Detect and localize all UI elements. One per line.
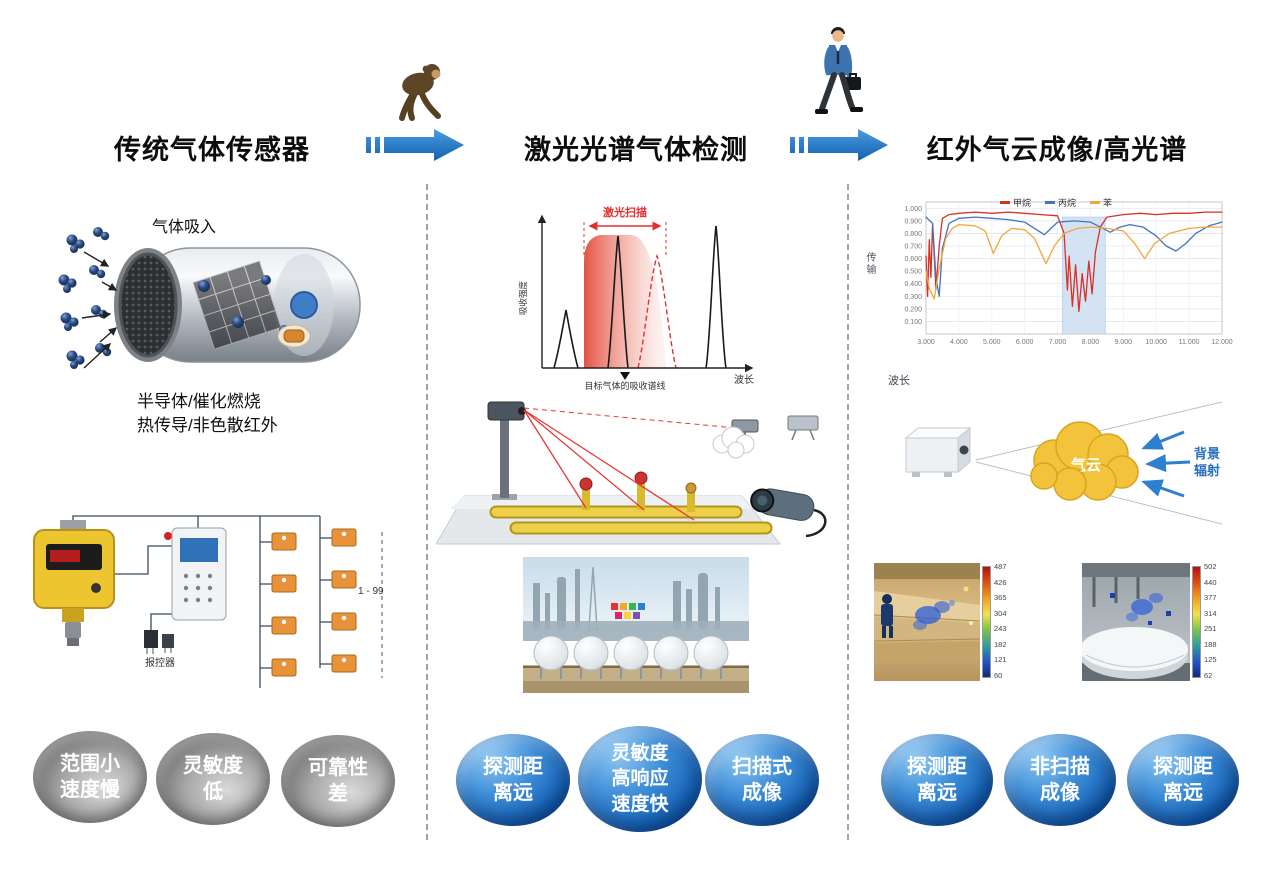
- svg-text:3.000: 3.000: [917, 339, 935, 346]
- chart-x-axis-label: 波长: [888, 375, 910, 387]
- spectrum-x-axis-label: 波长: [734, 373, 754, 386]
- svg-text:4.000: 4.000: [950, 339, 968, 346]
- flow-arrow-icon: [366, 129, 464, 161]
- gas-intake-label: 气体吸入: [152, 219, 217, 236]
- column-divider: [847, 184, 849, 840]
- svg-text:0.300: 0.300: [904, 294, 922, 301]
- svg-text:0.500: 0.500: [904, 269, 922, 276]
- legend-item: 甲烷: [1000, 196, 1031, 209]
- svg-text:9.000: 9.000: [1115, 339, 1133, 346]
- laser-scan-label: 激光扫描: [603, 205, 647, 219]
- gas-cloud: [1030, 421, 1139, 501]
- chart-y-axis-label: 传输: [864, 252, 875, 276]
- svg-text:0.600: 0.600: [904, 256, 922, 263]
- svg-text:8.000: 8.000: [1082, 339, 1100, 346]
- flow-arrow-icon: [790, 129, 888, 161]
- svg-text:0.800: 0.800: [904, 231, 922, 238]
- gas-cloud-label: 气云: [1070, 456, 1101, 474]
- radiation-arrows: [1141, 430, 1191, 498]
- svg-text:0.400: 0.400: [904, 281, 922, 288]
- absorption-spectrum-chart: 激光扫描 吸收强度 波长 目标气体的吸收谱线: [518, 205, 754, 390]
- detector-network-illustration: 报控器 1 - 99: [33, 515, 384, 688]
- column-title-laser: 激光光谱气体检测: [524, 135, 748, 165]
- walking-man-icon: [815, 27, 863, 114]
- controller-label: 报控器: [145, 656, 175, 669]
- detector-count-label: 1 - 99: [358, 586, 384, 597]
- drawback-bubble: 范围小 速度慢: [33, 731, 147, 823]
- svg-text:0.700: 0.700: [904, 244, 922, 251]
- background-radiation-label: 背景 辐射: [1193, 446, 1220, 478]
- laser-detection-illustration: [436, 401, 827, 545]
- gas-cloud-illustration: 气云: [904, 401, 1222, 525]
- column-title-infrared: 红外气云成像/高光谱: [926, 135, 1188, 165]
- svg-text:10.000: 10.000: [1146, 339, 1168, 346]
- advantage-bubble: 探测距 离远: [881, 734, 993, 826]
- thermal-scene-tank: [1082, 563, 1190, 681]
- spherical-tanks: [533, 635, 729, 679]
- refinery-photo: [523, 557, 749, 693]
- ir-camera: [750, 488, 815, 521]
- svg-text:0.100: 0.100: [904, 319, 922, 326]
- advantage-bubble: 探测距 离远: [456, 734, 570, 826]
- svg-text:12.000: 12.000: [1211, 339, 1233, 346]
- gas-molecules: [58, 227, 112, 369]
- svg-text:0.900: 0.900: [904, 218, 922, 225]
- monkey-icon: [399, 64, 441, 121]
- legend-item: 苯: [1090, 196, 1112, 209]
- thermal-scene-pipes: [874, 563, 980, 681]
- legend-item: 丙烷: [1045, 196, 1076, 209]
- advantage-bubble: 扫描式 成像: [705, 734, 819, 826]
- gas-sensor-illustration: [58, 227, 361, 369]
- svg-text:1.000: 1.000: [904, 206, 922, 213]
- sensor-technology-text: 半导体/催化燃烧 热传导/非色散红外: [137, 392, 278, 436]
- intake-arrows: [81, 251, 118, 369]
- thermal-colorbar: [982, 566, 991, 678]
- spectrum-y-axis-label: 吸收强度: [518, 281, 528, 316]
- plant-logo-blocks: [611, 603, 645, 619]
- drawback-bubble: 灵敏度 低: [156, 733, 270, 825]
- svg-text:0.200: 0.200: [904, 306, 922, 313]
- advantage-bubble: 探测距 离远: [1127, 734, 1239, 826]
- transmission-chart: 1.000 0.900 0.800 0.700 0.600 0.500 0.400 0.300…: [904, 201, 1233, 346]
- svg-text:7.000: 7.000: [1049, 339, 1067, 346]
- chart-legend: 甲烷 丙烷 苯: [1000, 196, 1112, 209]
- svg-text:5.000: 5.000: [983, 339, 1001, 346]
- drawback-bubble: 可靠性 差: [281, 735, 395, 827]
- svg-text:11.000: 11.000: [1179, 339, 1200, 346]
- advantage-bubble: 非扫描 成像: [1004, 734, 1116, 826]
- thermal-colorbar: [1192, 566, 1201, 678]
- svg-text:6.000: 6.000: [1016, 339, 1034, 346]
- absorption-line-annotation: 目标气体的吸收谱线: [584, 380, 665, 390]
- column-title-traditional: 传统气体传感器: [114, 135, 310, 165]
- column-divider: [426, 184, 428, 840]
- advantage-bubble: 灵敏度 高响应 速度快: [578, 726, 702, 832]
